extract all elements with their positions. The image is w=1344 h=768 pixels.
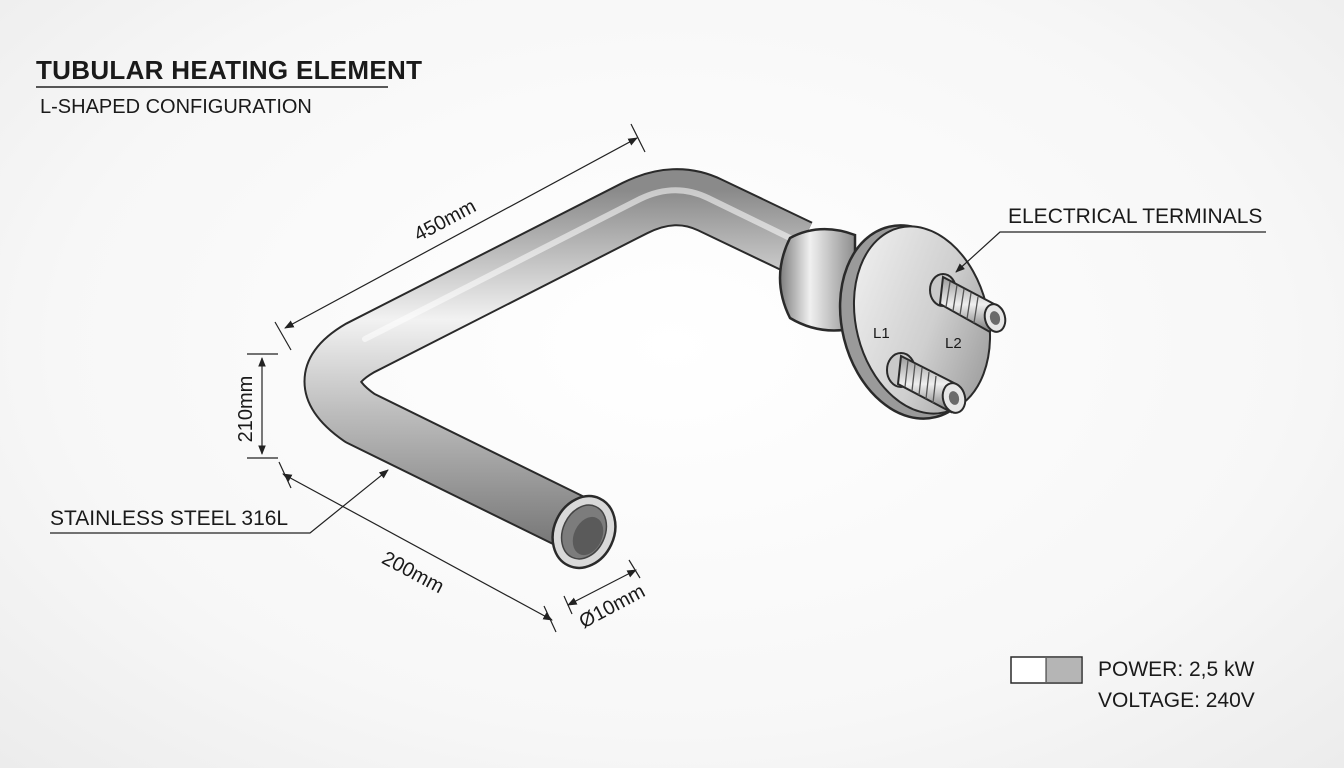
terminal-label-l1: L1 bbox=[873, 325, 890, 342]
dimension-diameter-label: Ø10mm bbox=[576, 580, 649, 633]
legend-swatch-fill bbox=[1046, 658, 1081, 682]
diagram-subtitle: L-SHAPED CONFIGURATION bbox=[40, 96, 312, 118]
terminals-callout-label: ELECTRICAL TERMINALS bbox=[1008, 205, 1262, 228]
legend-voltage: VOLTAGE: 240V bbox=[1098, 689, 1255, 712]
material-callout-label: STAINLESS STEEL 316L bbox=[50, 507, 288, 530]
dimension-diameter bbox=[563, 559, 641, 615]
terminal-stud-upper bbox=[929, 273, 1007, 334]
terminal-stud-lower bbox=[886, 352, 967, 414]
tube-open-end bbox=[551, 494, 617, 570]
heating-tube bbox=[303, 168, 813, 555]
legend-power: POWER: 2,5 kW bbox=[1098, 658, 1255, 681]
dimension-vertical bbox=[247, 353, 278, 459]
terminals-callout-leader bbox=[955, 231, 1266, 273]
diagram-title: TUBULAR HEATING ELEMENT bbox=[36, 55, 422, 85]
terminal-label-l2: L2 bbox=[945, 335, 962, 352]
terminal-collar bbox=[778, 227, 857, 332]
material-callout-leader bbox=[50, 469, 389, 534]
spec-legend: POWER: 2,5 kW VOLTAGE: 240V bbox=[1010, 656, 1255, 712]
dimension-vertical-label: 210mm bbox=[235, 376, 257, 443]
dimension-short-leg bbox=[278, 461, 557, 633]
dimension-long-leg-label: 450mm bbox=[411, 195, 480, 246]
dimension-long-leg bbox=[274, 123, 646, 351]
dimension-short-leg-label: 200mm bbox=[378, 547, 447, 598]
